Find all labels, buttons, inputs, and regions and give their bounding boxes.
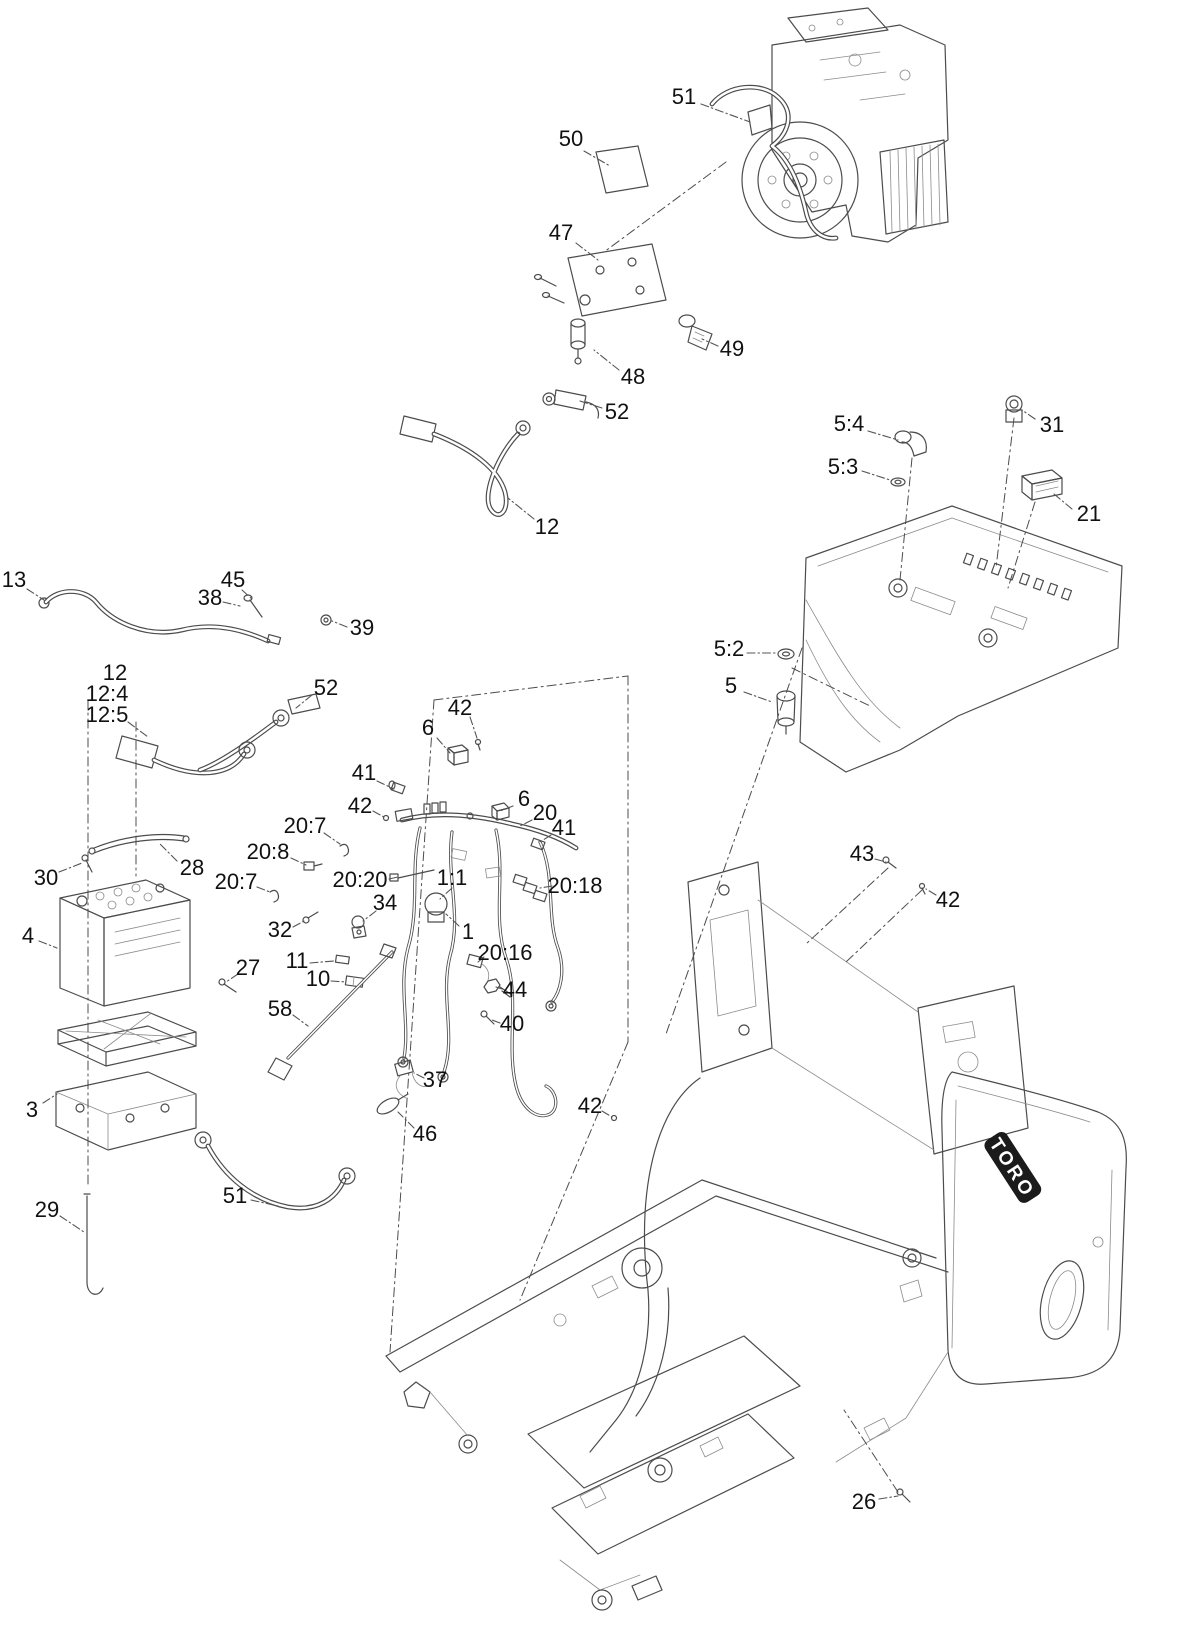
clip-20-8 — [303, 861, 323, 871]
cable-12-lower — [115, 709, 290, 776]
plate-50 — [595, 145, 649, 194]
screw-32 — [302, 911, 319, 924]
wire-harness-20 — [394, 801, 579, 1118]
alignment-dashes — [87, 161, 1036, 1493]
plug-41-a — [388, 780, 406, 795]
battery-cable-51-top — [709, 84, 839, 241]
connector-6-b — [491, 802, 510, 821]
nut-39 — [320, 614, 332, 626]
sensor-44 — [483, 978, 513, 998]
control-panel — [799, 505, 1123, 773]
cable-12-upper — [399, 415, 531, 517]
screw-40 — [480, 1010, 495, 1025]
washer-5-3 — [890, 477, 906, 487]
cable-13 — [38, 589, 282, 646]
terminal-boot-52-upper — [542, 389, 600, 419]
screw-43 — [882, 856, 897, 869]
callout-leader-lines — [26, 103, 1073, 1500]
connector-block-21 — [1021, 469, 1063, 501]
solenoid-48 — [570, 318, 586, 365]
plug-41-b — [530, 837, 546, 851]
bolt-27 — [218, 978, 237, 993]
elbow-fitting-5-4 — [894, 430, 927, 457]
clip-20-7-a — [339, 843, 350, 857]
machine-frame — [385, 861, 1127, 1611]
terminal-boot-52-lower — [287, 693, 321, 715]
battery-tray-3 — [55, 1011, 197, 1151]
connector-49 — [678, 314, 713, 351]
clamp-34 — [351, 915, 367, 939]
bolt-45 — [243, 594, 263, 618]
relay-1-1 — [424, 892, 448, 923]
battery-hold-down-28 — [88, 833, 190, 855]
plug-20-16 — [466, 953, 490, 981]
fuse-11 — [334, 954, 350, 965]
connector-20-18 — [512, 873, 548, 903]
battery-4 — [59, 879, 191, 1007]
rod-29 — [83, 1193, 104, 1295]
bolt-30 — [81, 854, 93, 873]
grommet-5 — [776, 690, 796, 735]
screws-42 — [382, 738, 926, 1122]
screw-26 — [896, 1488, 911, 1503]
bracket-47 — [533, 243, 667, 317]
pin-20-20 — [389, 869, 435, 882]
battery-cable-51-lower — [194, 1131, 356, 1211]
cable-tie-46 — [376, 1093, 409, 1115]
toro-logo: TORO — [984, 1132, 1042, 1203]
washer-5-2 — [777, 648, 795, 660]
clip-20-7-b — [269, 889, 280, 903]
engine-assembly — [741, 7, 949, 243]
connector-6-a — [447, 744, 469, 766]
cable-58 — [267, 943, 397, 1081]
